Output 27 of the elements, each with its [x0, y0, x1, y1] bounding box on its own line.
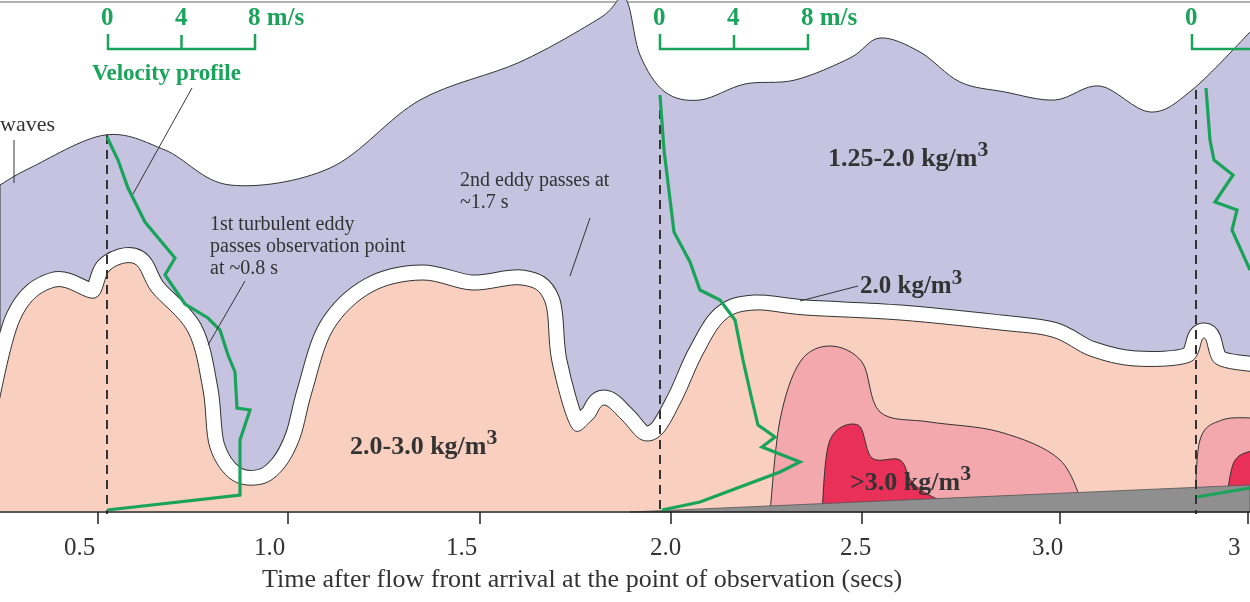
axis-tick-label: 1.0	[254, 533, 286, 561]
profile-caption: Velocity profile	[92, 60, 241, 86]
axis-tick-label: 3.0	[1032, 533, 1064, 561]
leader-line	[799, 285, 859, 302]
axis-tick-label: 1.5	[446, 533, 478, 561]
axis-tick-label: 3	[1228, 533, 1241, 561]
leader-line	[207, 280, 246, 346]
scale-value: 4	[727, 3, 740, 31]
density-label: 1.25-2.0 kg/m$^{3}$	[828, 138, 989, 173]
annotation-text: 1st turbulent eddy passes observation point at ~0.8 s	[210, 212, 407, 278]
axis-tick-label: 2.5	[840, 533, 872, 561]
scale-unit-label: 8 m/s	[801, 3, 858, 31]
scale-value: 0	[101, 3, 114, 31]
axis-tick-label: 2.0	[650, 533, 682, 561]
density-label: 2.0-3.0 kg/m$^{3}$	[350, 426, 498, 461]
scale-value: 4	[175, 3, 188, 31]
axis-tick-label: 0.5	[64, 533, 96, 561]
leader-line	[13, 139, 15, 184]
leader-line	[569, 217, 591, 277]
density-label: 2.0 kg/m$^{3}$	[860, 266, 963, 299]
annotation-text: waves	[0, 112, 55, 137]
scale-value: 0	[653, 3, 666, 31]
leader-line	[132, 87, 193, 195]
scale-unit-label: 8 m/s	[248, 3, 305, 31]
scale-value: 0	[1185, 3, 1198, 31]
annotation-text: 2nd eddy passes at ~1.7 s	[460, 168, 611, 212]
axis-title: Time after flow front arrival at the point of observation (secs)	[262, 565, 903, 594]
